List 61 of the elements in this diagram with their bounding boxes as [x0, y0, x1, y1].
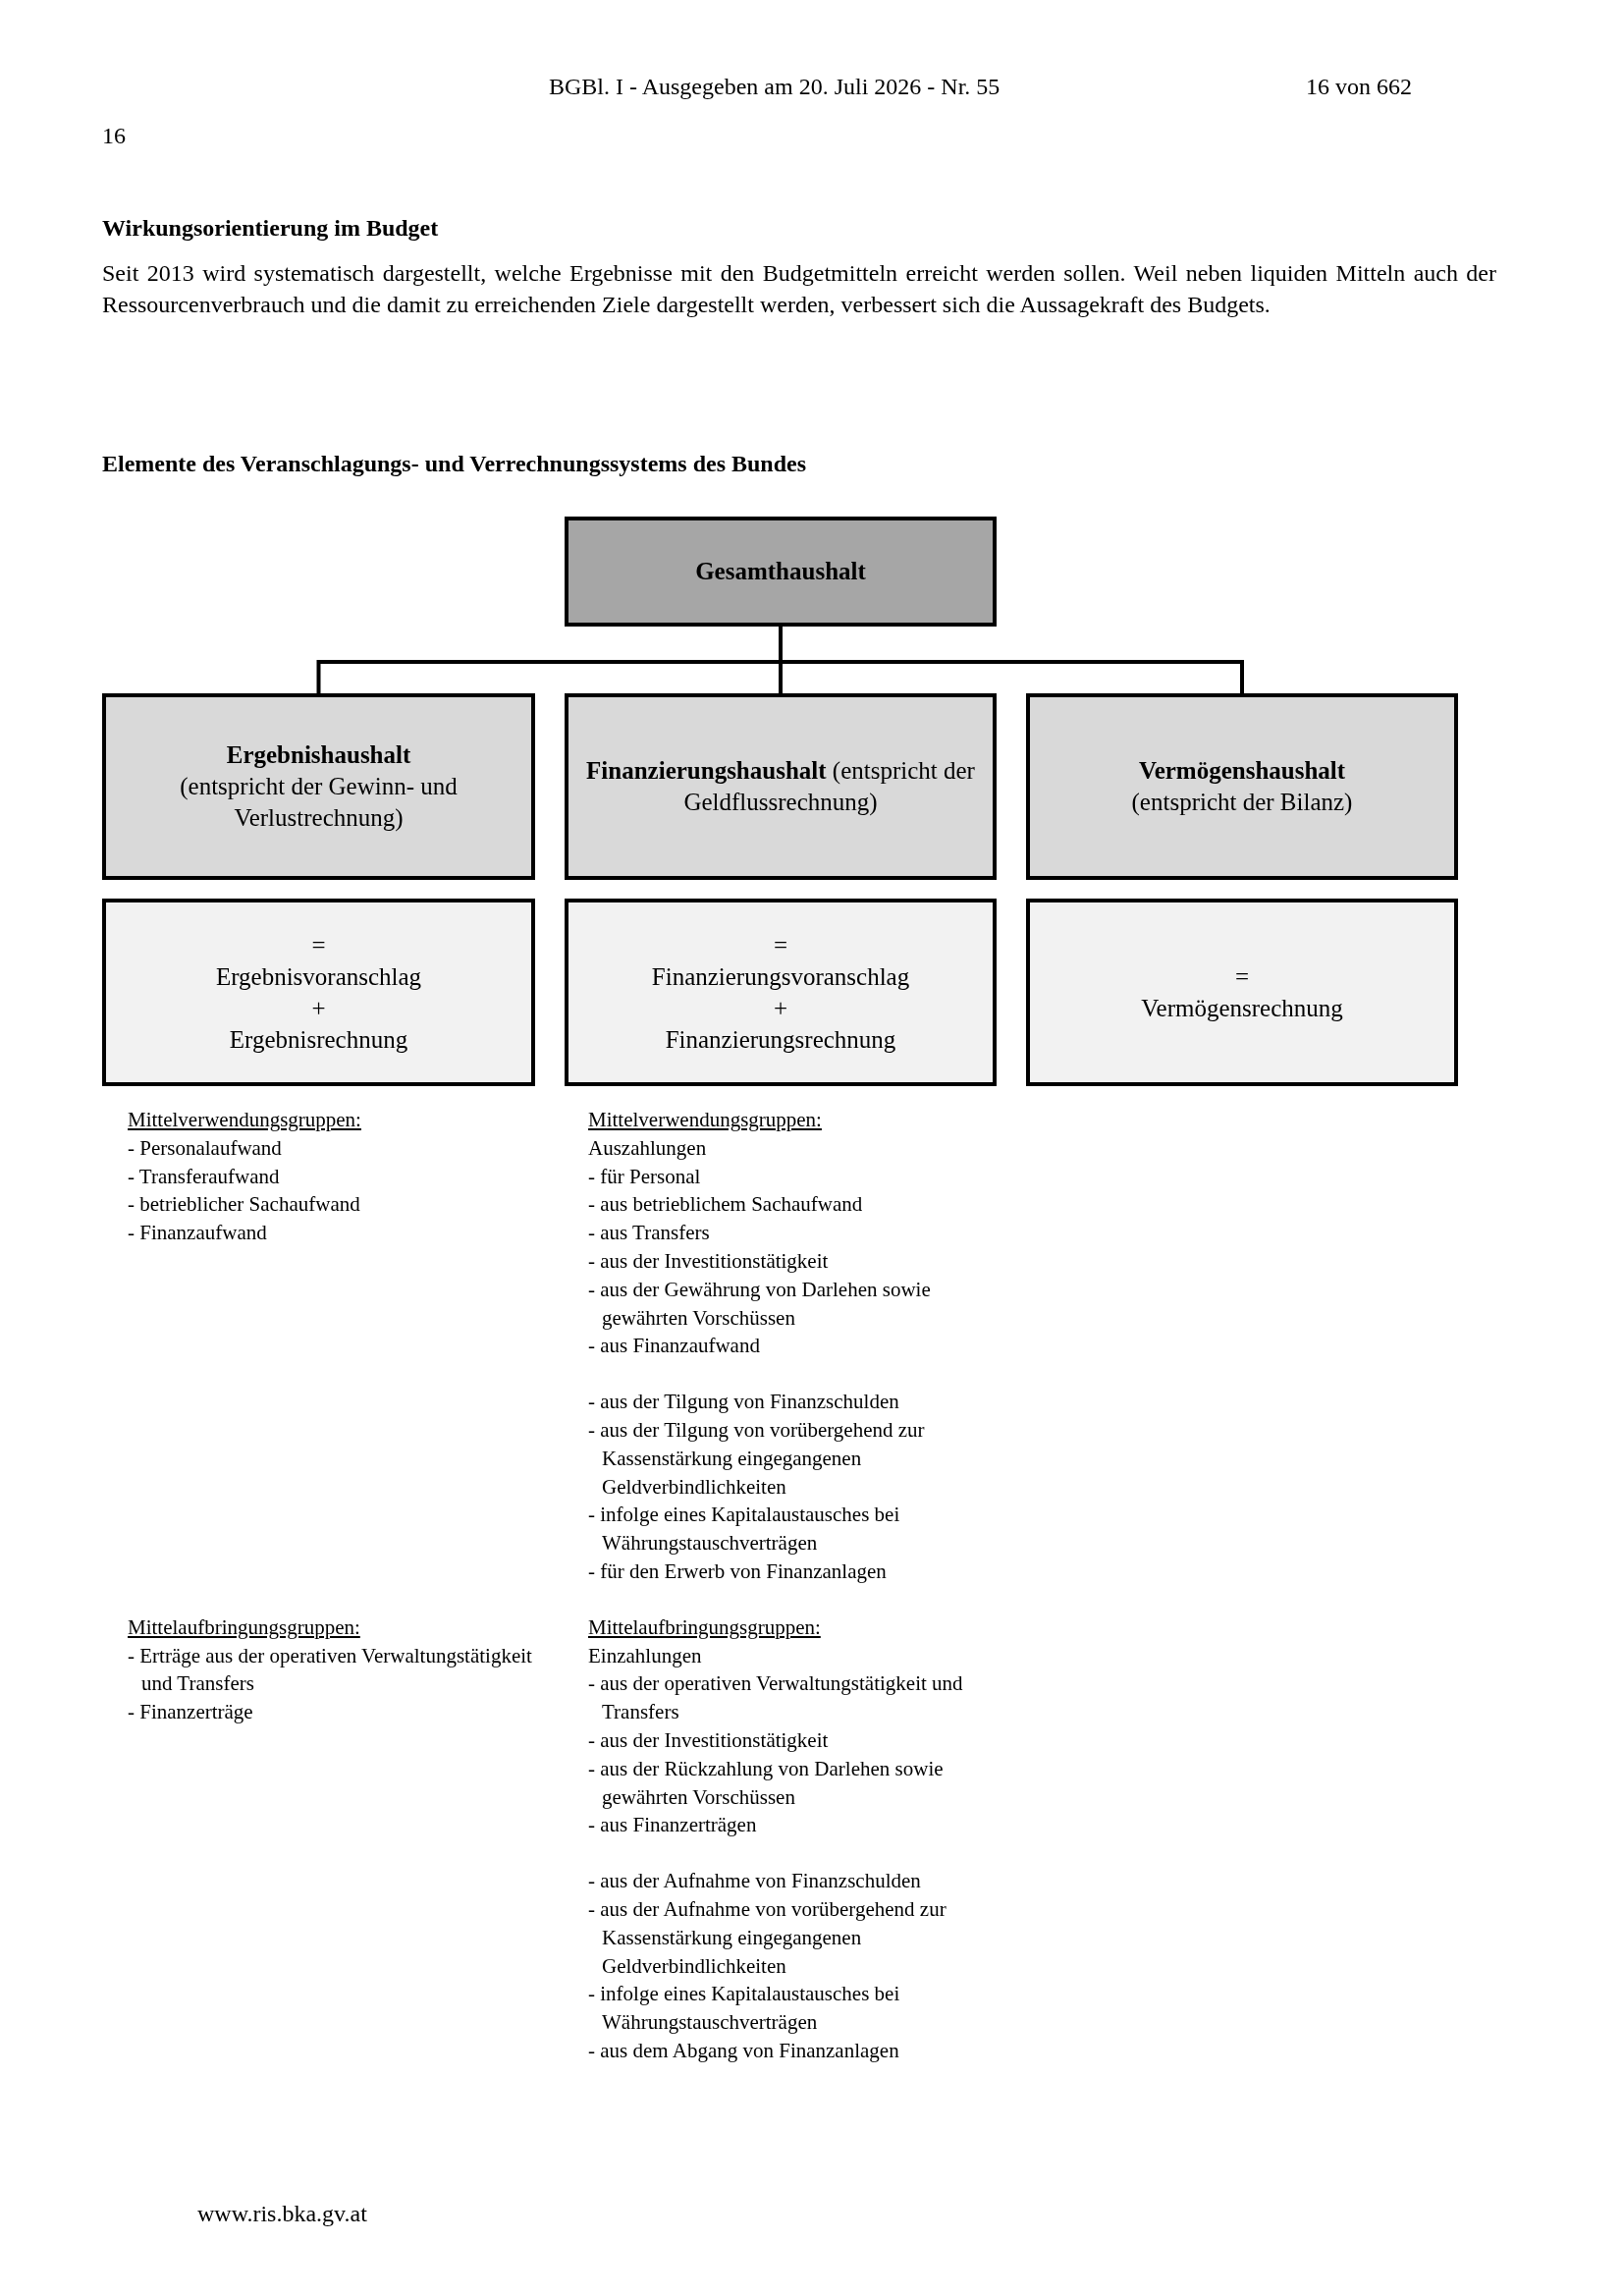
list-item: - aus der Aufnahme von Finanzschulden — [588, 1868, 922, 1895]
box-text: Finanzierungshaushalt (entspricht der Geldflussrechnung) — [585, 756, 976, 818]
list-item: - aus der Tilgung von Finanzschulden — [588, 1389, 900, 1416]
list-text: Einzahlungen — [588, 1642, 702, 1669]
box-text: Gesamthaushalt — [695, 557, 866, 586]
list-item: - für Personal — [588, 1163, 702, 1190]
hierarchy-box — [102, 899, 535, 1086]
list-item: - Finanzaufwand — [128, 1220, 268, 1247]
box-text: Ergebnisvoranschlag — [215, 961, 422, 992]
diagram-title: Elemente des Veranschlagungs- und Verrechnungssystems des Bundes — [102, 450, 807, 478]
hierarchy-box — [102, 693, 535, 880]
box-text: = — [1234, 961, 1250, 992]
text: 16 — [102, 122, 126, 150]
list-item: - aus der Gewährung von Darlehen sowie gewährten Vorschüssen — [588, 1276, 932, 1332]
hierarchy-box — [565, 899, 997, 1086]
list-item: - infolge eines Kapitalaustausches bei Währungstauschverträgen — [588, 1981, 901, 2037]
list-heading: Mittelaufbringungsgruppen: — [588, 1613, 821, 1641]
list-item: - aus dem Abgang von Finanzanlagen — [588, 2037, 900, 2064]
list-heading: Mittelverwendungsgruppen: — [588, 1107, 822, 1133]
box-text: (entspricht der Gewinn- und Verlustrechnung) — [179, 772, 459, 834]
list-item: - aus betrieblichem Sachaufwand — [588, 1191, 864, 1219]
box-text: (entspricht der Bilanz) — [1131, 788, 1353, 818]
text: Seit 2013 wird systematisch dargestellt, welche Ergebnisse mit den Budgetmitteln erreicht werden sollen. Weil neben liquiden Mitteln auch der Ressourcenverbrauch und die damit zu erreichenden Ziele dargestellt werden, verbessert sich die Aussagekraft des Budgets. — [102, 259, 1496, 319]
box-text: Finanzierungsvoranschlag — [651, 961, 910, 992]
box-text: Vermögenshaushalt — [1138, 756, 1346, 786]
box-text: Finanzierungsrechnung — [665, 1024, 896, 1055]
list-item: - infolge eines Kapitalaustausches bei Währungstauschverträgen — [588, 1502, 901, 1558]
box-text: Vermögensrechnung — [1141, 993, 1343, 1023]
list-item: - aus der Investitionstätigkeit — [588, 1726, 830, 1754]
text: BGBl. I - Ausgegeben am 20. Juli 2026 - Nr. 55 — [549, 73, 1001, 101]
box-text: Ergebnishaushalt — [226, 740, 411, 770]
box-text: + — [311, 993, 326, 1023]
box-text: = — [311, 930, 326, 960]
hierarchy-box — [1026, 899, 1458, 1086]
list-item: - betrieblicher Sachaufwand — [128, 1191, 361, 1219]
box-text: + — [773, 993, 788, 1023]
text: Wirkungsorientierung im Budget — [102, 214, 439, 243]
list-item: - aus der Tilgung von vorübergehend zur Kassenstärkung eingegangenen Geldverbindlichkeiten — [588, 1416, 926, 1501]
list-heading: Mittelverwendungsgruppen: — [128, 1107, 361, 1133]
text: www.ris.bka.gv.at — [197, 2200, 367, 2228]
list-heading: Mittelaufbringungsgruppen: — [128, 1613, 360, 1641]
connector-line — [779, 627, 1244, 693]
list-item: - Personalaufwand — [128, 1134, 283, 1162]
text: 16 von 662 — [1306, 73, 1412, 101]
box-text: = — [773, 930, 788, 960]
hierarchy-box — [565, 693, 997, 880]
hierarchy-box — [565, 517, 997, 627]
list-item: - Erträge aus der operativen Verwaltungstätigkeit und Transfers — [128, 1642, 533, 1698]
box-text: Ergebnisrechnung — [229, 1024, 408, 1055]
list-item: - Finanzerträge — [128, 1699, 254, 1726]
list-item: - aus der Rückzahlung von Darlehen sowie gewährten Vorschüssen — [588, 1755, 945, 1811]
list-item: - aus Finanzaufwand — [588, 1333, 761, 1360]
list-item: - für den Erwerb von Finanzanlagen — [588, 1558, 888, 1585]
list-item: - aus der Investitionstätigkeit — [588, 1248, 830, 1275]
list-item: - aus der operativen Verwaltungstätigkeit und Transfers — [588, 1670, 964, 1726]
list-item: - Transferaufwand — [128, 1163, 281, 1190]
list-item: - aus Finanzerträgen — [588, 1812, 758, 1839]
hierarchy-box — [1026, 693, 1458, 880]
list-text: Auszahlungen — [588, 1134, 707, 1162]
list-item: - aus der Aufnahme von vorübergehend zur Kassenstärkung eingegangenen Geldverbindlichkeiten — [588, 1895, 947, 1980]
list-item: - aus Transfers — [588, 1220, 711, 1247]
